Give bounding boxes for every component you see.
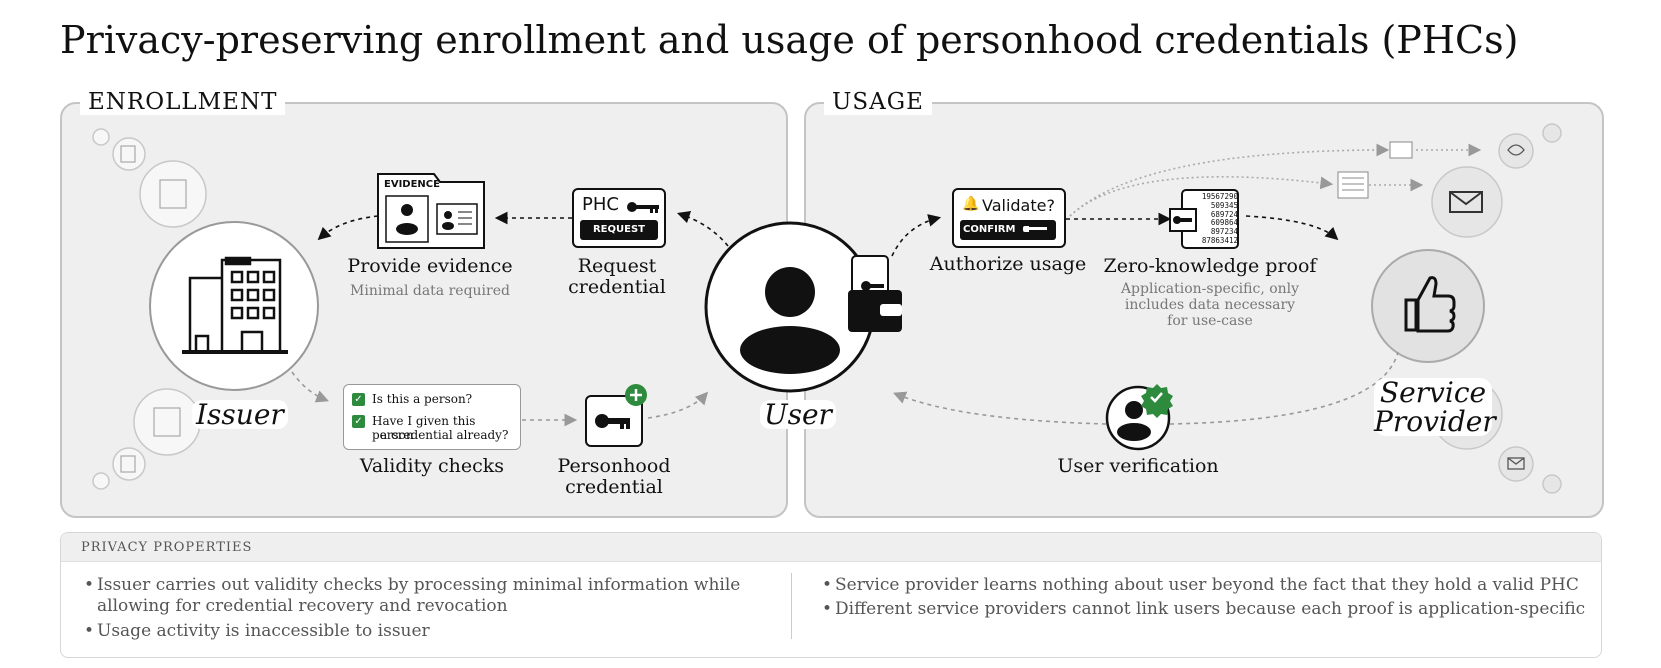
evidence-tab-label: EVIDENCE: [384, 179, 440, 190]
privacy-right-bullet-1: Service provider learns nothing about us…: [822, 575, 1579, 596]
user-label: User: [760, 400, 836, 429]
service-provider-label: Service Provider: [1374, 376, 1496, 438]
thumbs-up-icon: [1404, 276, 1456, 333]
privacy-right-bullet-1-line1: Service provider learns nothing about us…: [835, 575, 1579, 595]
confirm-button-label: CONFIRM: [963, 224, 1016, 235]
heart-chat-icon: [1507, 144, 1525, 156]
privacy-left-bullet-1-line2: allowing for credential recovery and rev…: [97, 596, 508, 616]
provider-circle: [1371, 249, 1485, 363]
user-avatar-icon: [740, 267, 840, 374]
request-credential-label-line1: Request: [577, 255, 657, 277]
request-credential-label-line2: credential: [568, 276, 666, 298]
request-button[interactable]: REQUEST: [580, 220, 658, 240]
zkp-sublabel-line1: Application-specific, only: [1120, 281, 1300, 297]
privacy-left-bullet-1: Issuer carries out validity checks by pr…: [84, 575, 741, 617]
verified-badge-icon: [1141, 384, 1173, 418]
validate-text: Validate?: [982, 196, 1055, 215]
zkp-sublabel-line3: for use-case: [1167, 313, 1253, 329]
issuer-label: Issuer: [192, 400, 288, 429]
checkbox-checked-icon[interactable]: ✓: [352, 393, 365, 406]
user-verification-label: User verification: [1057, 455, 1219, 477]
zkp-sublabel-line2: includes data necessary: [1124, 297, 1296, 313]
personhood-credential-icon: [585, 384, 647, 447]
personhood-credential-label-line2: credential: [565, 476, 663, 498]
check-item-credential-line2: a credential already?: [380, 428, 509, 442]
check-item-credential-line1: Have I given this person: [372, 414, 476, 442]
envelope-icon: [1449, 191, 1483, 213]
usage-panel-title: USAGE: [824, 89, 932, 115]
key-icon: [627, 202, 659, 213]
validity-checks-label: Validity checks: [359, 455, 505, 477]
enrollment-connectors: [291, 210, 729, 427]
zkp-card-icon: [1169, 189, 1239, 249]
usage-connectors: [891, 143, 1482, 425]
envelope-small-icon: [1507, 457, 1525, 470]
privacy-left-bullet-2: Usage activity is inaccessible to issuer: [84, 621, 430, 642]
zkp-label: Zero-knowledge proof: [1103, 255, 1317, 277]
building-icon: [182, 256, 288, 354]
privacy-properties-heading: PRIVACY PROPERTIES: [61, 533, 1601, 562]
phc-card-text: PHC: [582, 194, 619, 215]
service-provider-label-line2: Provider: [1374, 405, 1496, 438]
privacy-right-bullet-2: Different service providers cannot link …: [822, 599, 1586, 620]
building-small-icon: [120, 145, 187, 473]
validity-check-card: ✓ Is this a person? ✓ Have I given this …: [343, 384, 521, 450]
privacy-left-bullet-2-line1: Usage activity is inaccessible to issuer: [97, 621, 430, 641]
zkp-digit-row: 509345: [1210, 200, 1238, 210]
privacy-divider: [791, 573, 792, 639]
provide-evidence-label: Provide evidence: [347, 255, 513, 277]
confirm-button[interactable]: CONFIRM: [960, 220, 1056, 240]
enrollment-panel-title: ENROLLMENT: [80, 89, 286, 115]
provide-evidence-sublabel: Minimal data required: [350, 283, 510, 299]
phc-request-card: PHC REQUEST: [572, 188, 666, 248]
zkp-digit-row: 897234: [1210, 227, 1238, 237]
checkbox-checked-icon[interactable]: ✓: [352, 415, 365, 428]
privacy-right-bullet-2-line1: Different service providers cannot link …: [835, 599, 1586, 619]
zkp-digit-row: 19567290: [1201, 192, 1238, 201]
bell-icon: 🔔: [962, 196, 980, 212]
zkp-digit-row: 689724: [1210, 209, 1238, 219]
small-proof-icons: [1337, 141, 1413, 199]
privacy-left-bullet-1-line1: Issuer carries out validity checks by pr…: [97, 575, 741, 595]
privacy-properties-box: PRIVACY PROPERTIES Issuer carries out va…: [60, 532, 1602, 658]
validate-card: 🔔 Validate? CONFIRM: [952, 188, 1066, 248]
zkp-digit-row: 87863412: [1201, 235, 1238, 245]
check-item-person: Is this a person?: [372, 392, 473, 406]
wallet-icon: [848, 255, 902, 332]
service-provider-label-line1: Service: [1379, 376, 1487, 409]
key-icon: [1022, 226, 1053, 232]
page-title: Privacy-preserving enrollment and usage …: [60, 18, 1519, 62]
verified-user-icon: [1117, 401, 1151, 441]
issuer-background-circles: [92, 128, 207, 490]
zkp-digit-row: 609864: [1210, 218, 1238, 228]
personhood-credential-label-line1: Personhood: [557, 455, 671, 477]
authorize-usage-label: Authorize usage: [929, 253, 1087, 275]
evidence-folder-icon: [377, 173, 485, 249]
